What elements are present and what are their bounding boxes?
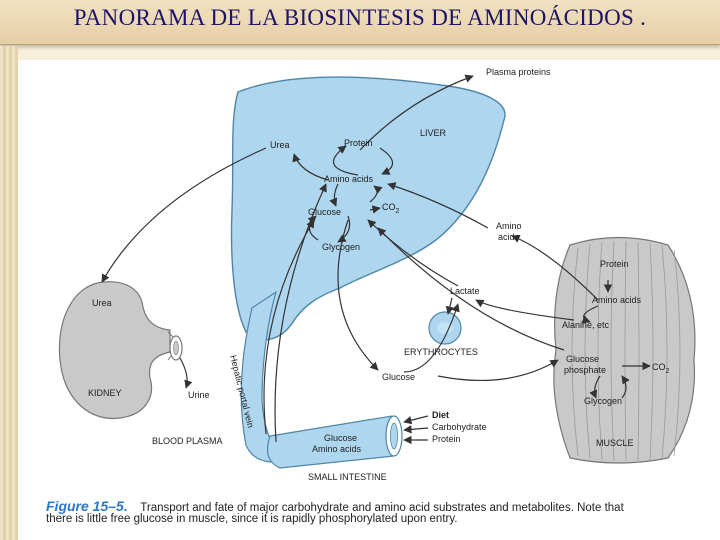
figure-number: Figure 15–5.	[46, 498, 128, 514]
label-urine: Urine	[188, 390, 210, 400]
arrow-glucose-to-erythrocyte	[403, 303, 460, 373]
label-diet-protein: Protein	[432, 434, 461, 444]
arrow-urea-to-kidney	[101, 147, 267, 283]
arrow-kidney-to-urine	[179, 357, 193, 389]
label-plasma-proteins: Plasma proteins	[486, 67, 551, 77]
caption-text-2: there is little free glucose in muscle, …	[46, 513, 458, 525]
metabolism-diagram: Plasma proteins LIVER Protein Urea Amino…	[58, 67, 696, 482]
label-glycogen-muscle: Glycogen	[584, 396, 622, 406]
arrow-erythrocyte-lactate	[445, 297, 454, 315]
kidney-shape	[58, 281, 171, 420]
erythrocyte	[428, 311, 462, 345]
arrow-diet-to-intestine-1	[403, 415, 429, 425]
arrow-liver-glucose-to-blood	[337, 219, 379, 371]
label-urea-liver: Urea	[270, 140, 290, 150]
arrow-portal-amino-acids-to-liver	[274, 183, 327, 443]
arrow-amino-acids-to-co2	[369, 185, 383, 203]
label-kidney: KIDNEY	[88, 388, 122, 398]
muscle-shape	[553, 236, 696, 464]
label-lactate: Lactate	[450, 286, 480, 296]
muscle-fibers	[571, 240, 681, 462]
label-carbohydrate: Carbohydrate	[432, 422, 487, 432]
label-small-intestine: SMALL INTESTINE	[308, 472, 387, 482]
label-liver: LIVER	[420, 128, 447, 138]
caption-text-1: Transport and fate of major carbohydrate…	[140, 502, 624, 514]
label-glycogen-liver: Glycogen	[322, 242, 360, 252]
arrow-protein-to-amino-acids	[379, 147, 394, 175]
arrow-alanine-to-liver	[377, 227, 565, 351]
label-glucose-phosphate-1: Glucose	[566, 354, 599, 364]
label-blood-plasma: BLOOD PLASMA	[152, 436, 223, 446]
arrow-muscle-amino-acids-to-blood	[511, 234, 599, 301]
label-co2-liver: CO2	[382, 202, 400, 215]
label-urea-kidney: Urea	[92, 298, 112, 308]
arrow-portal-glucose-to-liver	[263, 219, 315, 435]
arrow-blood-amino-acids-to-liver	[387, 182, 489, 229]
arrow-amino-acids-to-protein	[333, 145, 359, 176]
label-liver-amino-acids: Amino acids	[324, 174, 374, 184]
arrow-diet-to-intestine-2	[403, 425, 429, 434]
decorative-strip	[0, 46, 18, 540]
label-muscle-co2: CO2	[652, 362, 670, 375]
label-blood-glucose: Glucose	[382, 372, 415, 382]
label-liver-protein: Protein	[344, 138, 373, 148]
arrow-glycogen-to-glucose-phosphate	[621, 375, 630, 399]
kidney	[58, 281, 183, 420]
muscle	[553, 236, 696, 464]
slide-title-bar: PANORAMA DE LA BIOSINTESIS DE AMINOÁCIDO…	[0, 0, 720, 45]
label-muscle-protein: Protein	[600, 259, 629, 269]
arrow-amino-acids-to-glucose	[329, 183, 339, 207]
arrow-glucose-to-co2	[369, 205, 381, 214]
label-blood-amino-2: acids	[498, 232, 520, 242]
small-intestine	[267, 415, 403, 469]
label-glucose-phosphate-2: phosphate	[564, 365, 606, 375]
arrow-protein-to-plasma-proteins	[359, 74, 474, 151]
label-blood-amino-1: Amino	[496, 221, 522, 231]
arrow-glycogen-to-glucose	[307, 215, 319, 241]
arrow-blood-glucose-to-muscle	[437, 359, 559, 382]
arrow-muscle-to-lactate	[475, 299, 575, 321]
arrow-glucose-phosphate-to-glycogen	[589, 375, 601, 399]
slide-title: PANORAMA DE LA BIOSINTESIS DE AMINOÁCIDO…	[73, 5, 647, 30]
label-erythrocytes: ERYTHROCYTES	[404, 347, 478, 357]
label-intestine-amino-acids: Amino acids	[312, 444, 362, 454]
label-alanine: Alanine, etc	[562, 320, 610, 330]
arrow-amino-acids-to-urea	[292, 153, 329, 181]
label-intestine-glucose: Glucose	[324, 433, 357, 443]
figure-panel: Plasma proteins LIVER Protein Urea Amino…	[18, 60, 720, 540]
label-diet: Diet	[432, 410, 449, 420]
arrow-lactate-to-glucose	[367, 219, 459, 287]
arrow-amino-acids-to-alanine	[581, 305, 599, 324]
label-muscle: MUSCLE	[596, 438, 634, 448]
figure-caption-line-2: there is little free glucose in muscle, …	[46, 513, 720, 525]
label-muscle-amino-acids: Amino acids	[592, 295, 642, 305]
arrow-glucose-to-glycogen	[337, 215, 351, 243]
pathway-arrows	[101, 74, 651, 445]
label-liver-glucose: Glucose	[308, 207, 341, 217]
figure-caption-line-1: Figure 15–5. Transport and fate of major…	[46, 498, 720, 514]
